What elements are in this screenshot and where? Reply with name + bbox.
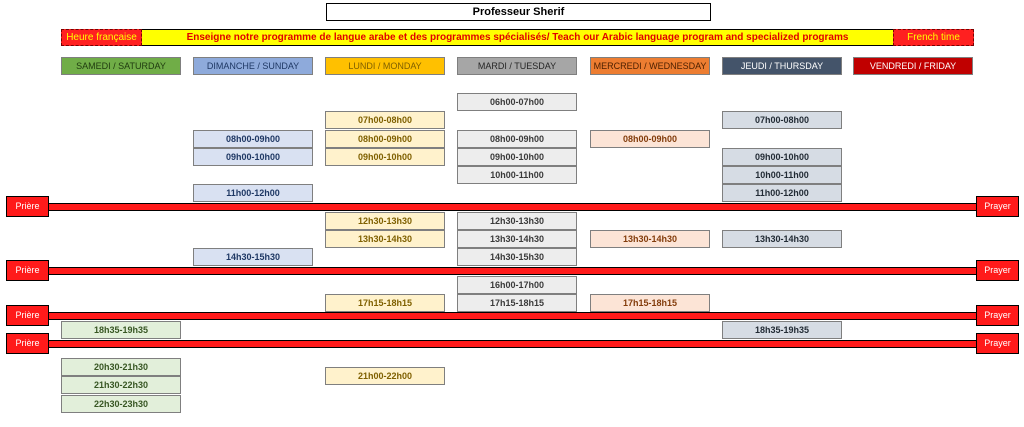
prayer-bar: [48, 267, 978, 275]
time-slot-thursday: 09h00-10h00: [722, 148, 842, 166]
time-slot-tuesday: 10h00-11h00: [457, 166, 577, 184]
page-title: Professeur Sherif: [326, 3, 711, 21]
prayer-label-right: Prayer: [976, 305, 1019, 326]
program-description: Enseigne notre programme de langue arabe…: [186, 32, 849, 43]
prayer-bar: [48, 340, 978, 348]
time-slot-tuesday: 12h30-13h30: [457, 212, 577, 230]
prayer-label-left: Prière: [6, 305, 49, 326]
french-time-label-fr: Heure française: [61, 29, 142, 46]
prayer-label-left: Prière: [6, 196, 49, 217]
prayer-bar: [48, 203, 978, 211]
time-slot-sunday: 09h00-10h00: [193, 148, 313, 166]
time-slot-thursday: 11h00-12h00: [722, 184, 842, 202]
day-header-wednesday: MERCREDI / WEDNESDAY: [590, 57, 710, 75]
time-slot-saturday: 21h30-22h30: [61, 376, 181, 394]
prayer-label-right: Prayer: [976, 196, 1019, 217]
prayer-label-left: Prière: [6, 333, 49, 354]
time-slot-tuesday: 16h00-17h00: [457, 276, 577, 294]
time-slot-sunday: 14h30-15h30: [193, 248, 313, 266]
prayer-label-right: Prayer: [976, 333, 1019, 354]
time-slot-tuesday: 08h00-09h00: [457, 130, 577, 148]
french-time-label-en: French time: [893, 29, 974, 46]
time-slot-monday: 09h00-10h00: [325, 148, 445, 166]
prayer-label-left: Prière: [6, 260, 49, 281]
time-slot-thursday: 10h00-11h00: [722, 166, 842, 184]
prayer-label-right: Prayer: [976, 260, 1019, 281]
time-slot-thursday: 18h35-19h35: [722, 321, 842, 339]
time-slot-wednesday: 08h00-09h00: [590, 130, 710, 148]
time-slot-tuesday: 17h15-18h15: [457, 294, 577, 312]
time-slot-tuesday: 14h30-15h30: [457, 248, 577, 266]
time-slot-tuesday: 13h30-14h30: [457, 230, 577, 248]
day-header-thursday: JEUDI / THURSDAY: [722, 57, 842, 75]
day-header-monday: LUNDI / MONDAY: [325, 57, 445, 75]
time-slot-saturday: 22h30-23h30: [61, 395, 181, 413]
prayer-bar: [48, 312, 978, 320]
time-slot-monday: 13h30-14h30: [325, 230, 445, 248]
day-header-sunday: DIMANCHE / SUNDAY: [193, 57, 313, 75]
time-slot-monday: 21h00-22h00: [325, 367, 445, 385]
time-slot-monday: 07h00-08h00: [325, 111, 445, 129]
day-header-tuesday: MARDI / TUESDAY: [457, 57, 577, 75]
time-slot-sunday: 11h00-12h00: [193, 184, 313, 202]
time-slot-saturday: 18h35-19h35: [61, 321, 181, 339]
time-slot-tuesday: 09h00-10h00: [457, 148, 577, 166]
day-header-saturday: SAMEDI / SATURDAY: [61, 57, 181, 75]
time-slot-saturday: 20h30-21h30: [61, 358, 181, 376]
time-slot-monday: 17h15-18h15: [325, 294, 445, 312]
time-slot-wednesday: 13h30-14h30: [590, 230, 710, 248]
time-slot-monday: 12h30-13h30: [325, 212, 445, 230]
time-slot-monday: 08h00-09h00: [325, 130, 445, 148]
time-slot-wednesday: 17h15-18h15: [590, 294, 710, 312]
day-header-friday: VENDREDI / FRIDAY: [853, 57, 973, 75]
time-slot-sunday: 08h00-09h00: [193, 130, 313, 148]
time-slot-thursday: 13h30-14h30: [722, 230, 842, 248]
time-slot-tuesday: 06h00-07h00: [457, 93, 577, 111]
time-slot-thursday: 07h00-08h00: [722, 111, 842, 129]
